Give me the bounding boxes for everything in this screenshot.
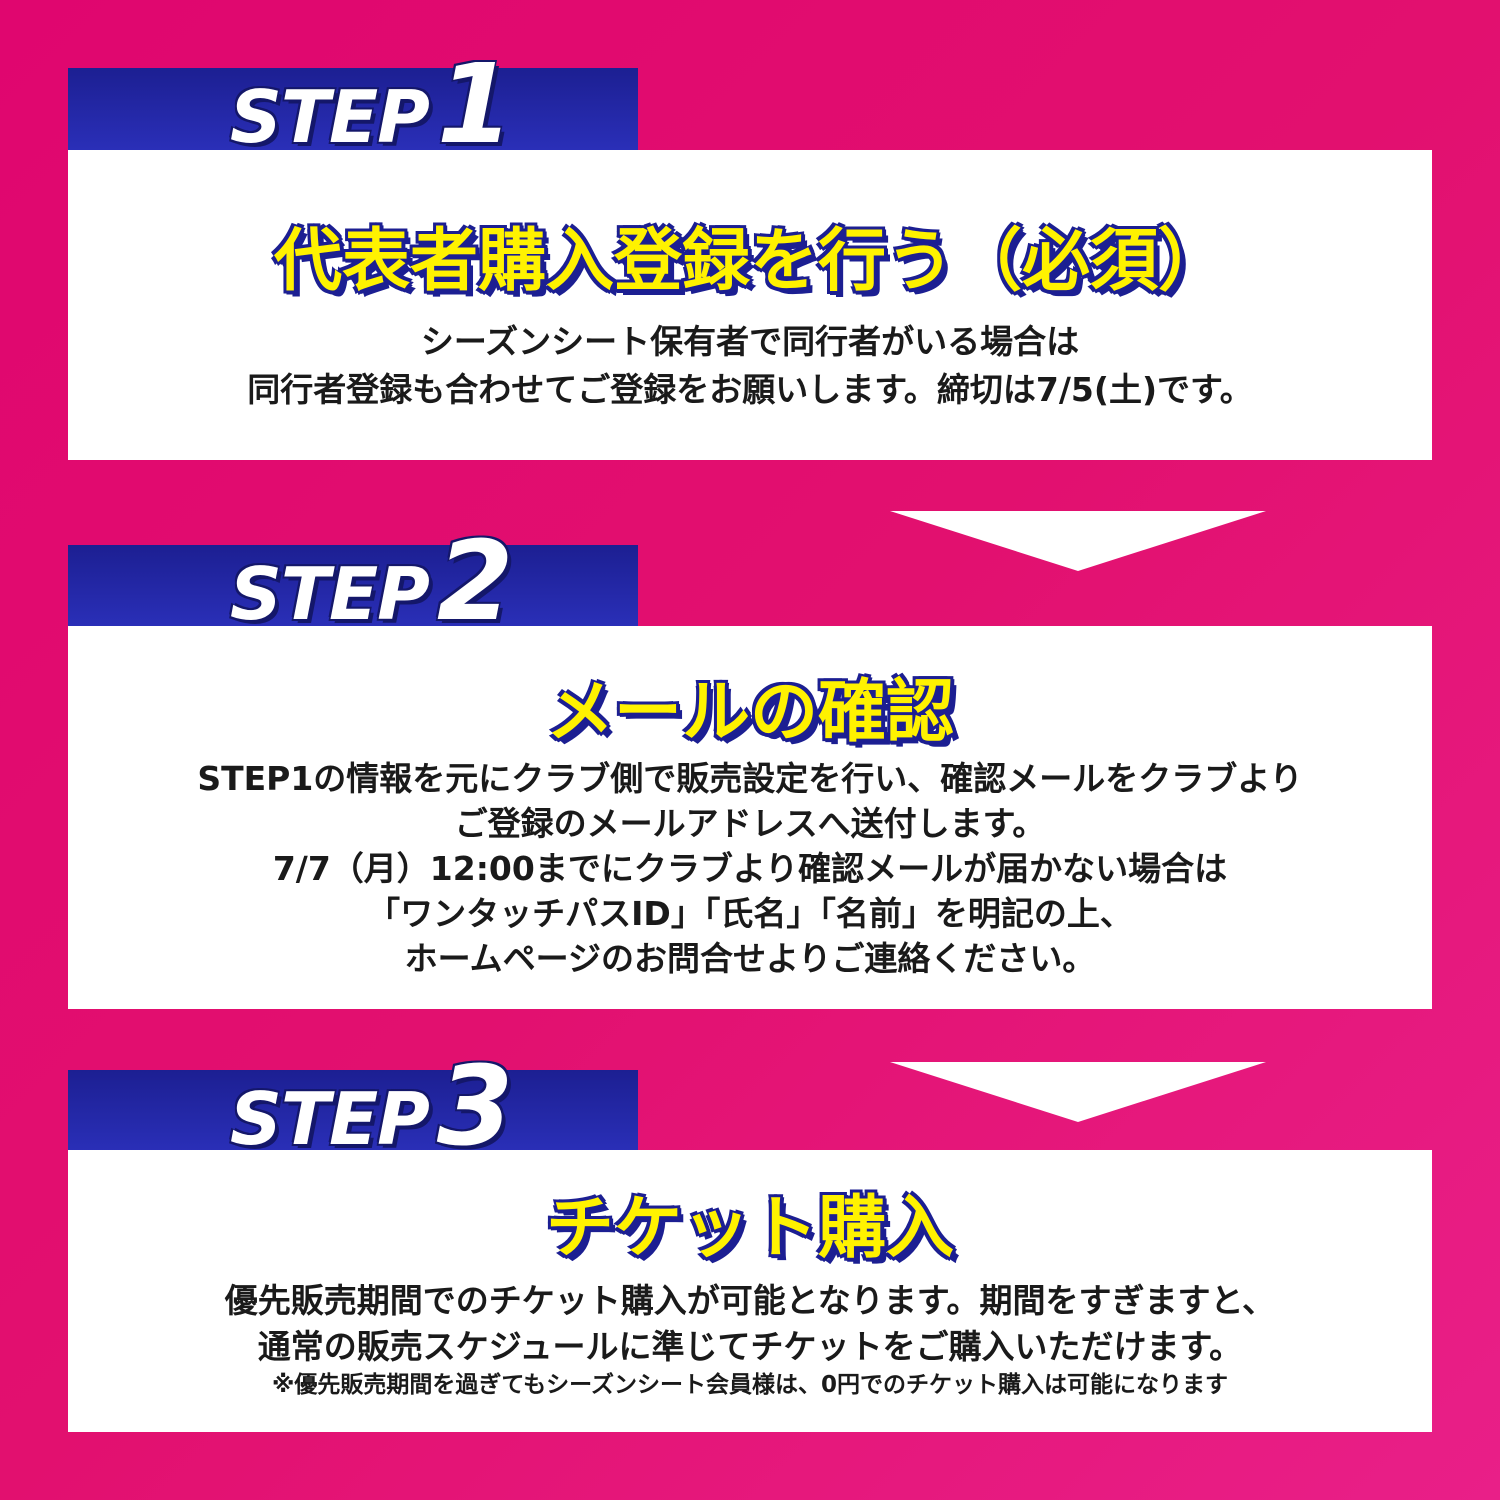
step-2-word: STEP: [230, 552, 430, 636]
step-1-card: 代表者購入登録を行う（必須） シーズンシート保有者で同行者がいる場合は 同行者登…: [68, 150, 1432, 460]
step-3-word: STEP: [230, 1077, 430, 1161]
step-2-tab: [68, 545, 638, 627]
step-1-word: STEP: [230, 75, 430, 159]
step-2-body-line: ホームページのお問合せよりご連絡ください。: [404, 939, 1096, 978]
step-2-card: メールの確認 STEP1の情報を元にクラブ側で販売設定を行い、確認メールをクラブ…: [68, 626, 1432, 1009]
step-1-body-line: 同行者登録も合わせてご登録をお願いします。締切は7/5(土)です。: [247, 370, 1253, 409]
step-3-tab: [68, 1070, 638, 1152]
step-1-body: シーズンシート保有者で同行者がいる場合は 同行者登録も合わせてご登録をお願いしま…: [68, 318, 1432, 414]
step-3-card: チケット購入 優先販売期間でのチケット購入が可能となります。期間をすぎますと、 …: [68, 1150, 1432, 1432]
step-1-label: STEP1: [230, 40, 513, 168]
step-2-body-line: ご登録のメールアドレスへ送付します。: [454, 804, 1046, 843]
step-3-title: チケット購入: [545, 1189, 954, 1268]
step-2-body-line: 「ワンタッチパスID」「氏名」「名前」を明記の上、: [367, 894, 1133, 933]
step-1-body-line: シーズンシート保有者で同行者がいる場合は: [420, 322, 1080, 361]
step-2-body: STEP1の情報を元にクラブ側で販売設定を行い、確認メールをクラブより ご登録の…: [68, 756, 1432, 981]
down-arrow-icon: [890, 1062, 1266, 1122]
step-1-tab: [68, 68, 638, 150]
step-1-number: 1: [436, 40, 514, 168]
step-2-body-line: 7/7（月）12:00までにクラブより確認メールが届かない場合は: [272, 849, 1228, 888]
step-1-title: 代表者購入登録を行う（必須）: [273, 222, 1226, 301]
step-3-body-line: 通常の販売スケジュールに準じてチケットをご購入いただけます。: [257, 1327, 1243, 1366]
step-3-note: ※優先販売期間を過ぎてもシーズンシート会員様は、0円でのチケット購入は可能になり…: [271, 1372, 1229, 1398]
step-3-body: 優先販売期間でのチケット購入が可能となります。期間をすぎますと、 通常の販売スケ…: [68, 1278, 1432, 1370]
step-2-title: メールの確認: [545, 673, 954, 752]
step-2-label: STEP2: [230, 517, 513, 645]
down-arrow-icon: [890, 511, 1266, 571]
step-2-body-line: STEP1の情報を元にクラブ側で販売設定を行い、確認メールをクラブより: [197, 759, 1303, 798]
step-3-body-line: 優先販売期間でのチケット購入が可能となります。期間をすぎますと、: [224, 1281, 1276, 1320]
step-2-number: 2: [436, 517, 514, 645]
step-3-label: STEP3: [230, 1042, 513, 1170]
step-3-number: 3: [436, 1042, 514, 1170]
